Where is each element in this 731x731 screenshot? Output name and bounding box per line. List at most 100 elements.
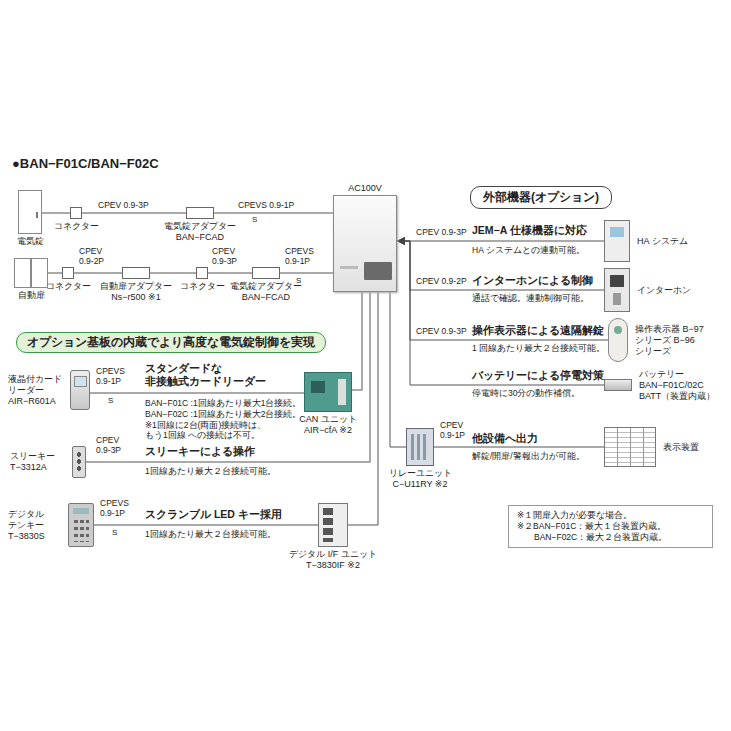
feature-heading: バッテリーによる停電対策 <box>472 369 604 381</box>
device-caption: スリーキー T−3312A <box>10 451 68 473</box>
cable-line <box>150 273 196 274</box>
cable-line <box>397 241 604 242</box>
spec-note: ※1回線に2台(両面)接続時は、もう1回線 への接続は不可。 <box>145 421 300 441</box>
shield-mark: S <box>108 396 113 405</box>
device-caption: 表示装置 <box>663 442 713 453</box>
digital-if-unit: デジタル I/F ユニット T−3830IF ※2 <box>318 503 348 547</box>
device-caption: HA システム <box>637 236 707 247</box>
section-header: 外部機器(オプション) <box>470 186 612 209</box>
spec-note: 1 回線あたり最大２台接続可能。 <box>472 344 605 354</box>
device-caption: 液晶付カード リーダー AIR−R601A <box>8 374 66 406</box>
door-adapter: 自動扉アダプター Ns−r500 ※1 <box>122 267 150 279</box>
wire-spec: CPEV 0.9-3P <box>416 327 467 337</box>
device-caption: CAN ユニット AIR−cfA ※2 <box>296 414 360 436</box>
cable-line <box>280 273 333 274</box>
lock-adapter: 電気錠アダプター BAN−FCAD <box>252 267 280 279</box>
operation-display: 操作表示器 B−97 シリーズ B−96 シリーズ <box>608 318 628 362</box>
connector-box: コネクター <box>62 267 74 279</box>
device-caption: 電気錠アダプター BAN−FCAD <box>228 281 304 303</box>
wire-spec: CPEVS 0.9-1P <box>238 201 294 211</box>
option-banner: オプション基板の内蔵でより高度な電気錠制御を実現 <box>16 332 326 353</box>
diagram-title: ●BAN−F01C/BAN−F02C <box>12 156 159 171</box>
cable-line <box>434 447 604 448</box>
wire-spec: CPEVS 0.9-1P <box>100 499 140 519</box>
cable-line <box>94 525 318 526</box>
control-unit: AC100V <box>333 195 397 292</box>
device-caption: デジタル I/F ユニット T−3830IF ※2 <box>285 549 381 571</box>
device-caption: 自動扉アダプター Ns−r500 ※1 <box>98 281 174 303</box>
wire-spec: CPEV 0.9-2P <box>416 277 467 287</box>
spec-note: 停電時に30分の動作補償。 <box>472 389 580 399</box>
battery: バッテリー BAN−F01C/02C BATT（装置内蔵） <box>604 379 632 391</box>
cable-line <box>42 213 70 214</box>
wire-spec: CPEVS 0.9-1P <box>285 247 325 267</box>
cable-line <box>397 241 604 290</box>
cable-line <box>74 273 122 274</box>
device-caption: コネクター <box>43 281 93 292</box>
cable-line <box>397 241 608 340</box>
electric-lock-door: 電気錠 <box>18 190 42 234</box>
cable-line <box>348 292 378 525</box>
relay-unit: リレーユニット C−U11RY ※2 <box>406 428 434 466</box>
spec-note: HA システムとの連動可能。 <box>472 246 585 256</box>
device-caption: コネクター <box>177 281 227 292</box>
feature-heading: スクランブル LED キー採用 <box>145 508 282 520</box>
device-caption: リレーユニット C−U11RY ※2 <box>386 468 454 490</box>
notes-box: ※１開扉入力が必要な場合。※２BAN−F01C：最大１台装置内蔵。 BAN−F0… <box>508 505 713 548</box>
device-caption: コネクター <box>51 221 101 232</box>
feature-heading: スリーキーによる操作 <box>145 445 255 457</box>
cable-line <box>82 213 186 214</box>
wire-spec: CPEV 0.9-2P <box>79 247 117 267</box>
device-caption: デジタル テンキー T−3830S <box>8 509 64 541</box>
intercom: インターホン <box>604 268 630 312</box>
three-key: スリーキー T−3312A <box>72 446 86 478</box>
spec-note: 1回線あたり最大２台接続可能。 <box>145 530 276 540</box>
cable-line <box>48 273 62 274</box>
box-text: オプション基板の内蔵でより高度な電気錠制御を実現 <box>27 335 315 350</box>
cable-line <box>214 213 333 214</box>
device-caption: 電気錠アダプター BAN−FCAD <box>162 221 238 243</box>
device-caption: 電気錠 <box>10 236 50 247</box>
spec-note: 解錠/開扉/警報出力が可能。 <box>472 452 585 462</box>
feature-heading: 他設備へ出力 <box>472 432 538 444</box>
device-caption: AC100V <box>340 183 390 194</box>
box-text: ※１開扉入力が必要な場合。 <box>517 510 704 521</box>
wire-spec: CPEV 0.9-3P <box>212 247 250 267</box>
device-caption: インターホン <box>637 285 699 296</box>
shield-mark: S <box>252 215 257 224</box>
connector-box: コネクター <box>196 267 208 279</box>
feature-heading: インターホンによる制御 <box>472 274 593 286</box>
display-panel: 表示装置 <box>604 427 656 467</box>
wire-spec: CPEV 0.9-3P <box>96 436 136 456</box>
spec-note: 1回線あたり最大２台接続可能。 <box>145 467 276 477</box>
spec-note: BAN−F01C :1回線あたり最大1台接続。 <box>145 399 301 409</box>
feature-heading: 操作表示器による遠隔解錠 <box>472 324 604 336</box>
cable-line <box>390 292 406 447</box>
wire-spec: CPEVS 0.9-1P <box>96 367 132 387</box>
ha-system: HA システム <box>604 220 630 262</box>
cable-line <box>90 393 304 394</box>
cable-line <box>397 241 604 385</box>
box-text: 外部機器(オプション) <box>483 189 599 206</box>
connector-box: コネクター <box>70 207 82 219</box>
automatic-door: 自動扉 <box>14 258 48 288</box>
box-text: ※２BAN−F01C：最大１台装置内蔵。 BAN−F02C：最大２台装置内蔵。 <box>517 521 704 543</box>
digital-tenkey: デジタル テンキー T−3830S <box>68 503 94 547</box>
device-caption: 操作表示器 B−97 シリーズ B−96 シリーズ <box>635 324 705 356</box>
card-reader: 液晶付カード リーダー AIR−R601A <box>70 370 90 410</box>
can-unit: CAN ユニット AIR−cfA ※2 <box>304 372 352 412</box>
spec-note: BAN−F02C :1回線あたり最大2台接続。 <box>145 410 301 420</box>
cable-line <box>352 292 362 390</box>
feature-heading: JEM−A 仕様機器に対応 <box>472 224 587 236</box>
shield-mark: S <box>112 528 117 537</box>
cable-line <box>86 292 370 462</box>
spec-note: 通話で確認。連動制御可能。 <box>472 294 589 304</box>
wire-spec: CPEV 0.9-3P <box>416 228 467 238</box>
feature-heading: スタンダードな 非接触式カードリーダー <box>145 362 285 388</box>
cable-line <box>208 273 252 274</box>
device-caption: バッテリー BAN−F01C/02C BATT（装置内蔵） <box>639 369 723 401</box>
wire-spec: CPEV 0.9-3P <box>98 201 149 211</box>
device-caption: 自動扉 <box>11 290 51 301</box>
shield-mark: S <box>296 276 301 285</box>
